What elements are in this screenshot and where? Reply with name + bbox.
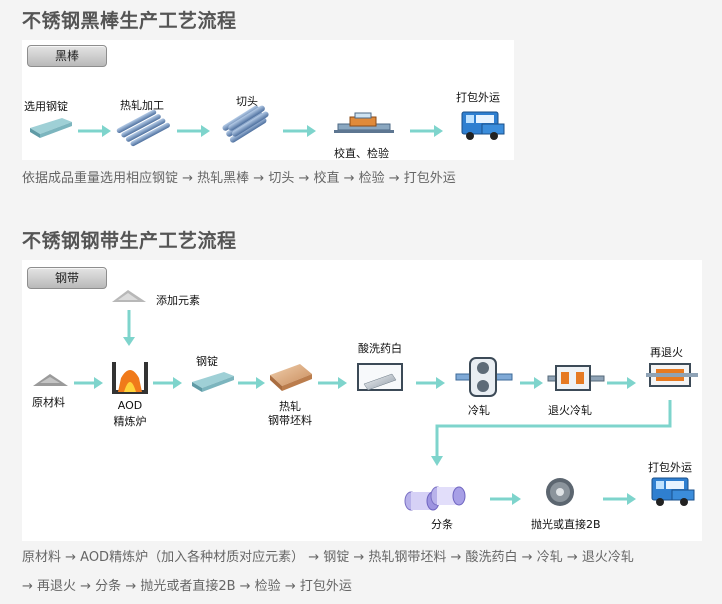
step-label-select-ingot: 选用钢锭 [24, 100, 68, 113]
step-label-cold-roll: 冷轧 [468, 404, 490, 417]
straightening-machine-icon [334, 112, 394, 133]
step-label-aod-line1: AOD [117, 399, 143, 412]
hot-rolled-bars-icon [116, 109, 170, 147]
section2-panel [22, 260, 702, 541]
step-label-strip-line1: 热轧 [279, 400, 301, 413]
delivery-truck-icon [651, 477, 695, 506]
section2-caption-line1: 原材料 → AOD精炼炉（加入各种材质对应元素） → 钢锭 → 热轧钢带坯料 →… [22, 550, 634, 565]
step-label-slitting: 分条 [431, 518, 453, 531]
step-label-raw-material: 原材料 [32, 396, 65, 409]
flow-arrow [318, 377, 347, 389]
flow-arrow [607, 377, 636, 389]
flow-arrow [123, 310, 135, 346]
flow-arrow [520, 377, 543, 389]
step-label-anneal-cold-roll: 退火冷轧 [548, 404, 592, 417]
section2-title: 不锈钢钢带生产工艺流程 [22, 230, 237, 252]
flow-arrow [416, 377, 445, 389]
ingot-icon [192, 372, 234, 392]
anneal-cold-roll-icon [547, 365, 605, 391]
aod-furnace-icon [112, 362, 148, 394]
tab-black-bar[interactable]: 黑棒 [27, 45, 107, 67]
strip-blank-icon [270, 364, 312, 391]
step-label-pack-ship: 打包外运 [648, 461, 692, 474]
step-label-strip-line2: 钢带坯料 [268, 414, 312, 427]
step-label-pack-ship: 打包外运 [456, 91, 500, 104]
flow-return-arrow [431, 400, 672, 466]
step-label-polish-2b: 抛光或直接2B [531, 518, 601, 531]
flow-arrow [153, 377, 182, 389]
step-label-aod-line2: 精炼炉 [113, 415, 147, 428]
tab-steel-strip[interactable]: 钢带 [27, 267, 107, 289]
reanneal-furnace-icon [646, 363, 698, 387]
flow-arrow [283, 125, 316, 137]
cut-bars-icon [222, 105, 269, 143]
flow-arrow [78, 125, 111, 137]
flow-arrow [74, 377, 103, 389]
step-label-add-elements: 添加元素 [156, 294, 200, 307]
delivery-truck-icon [461, 111, 505, 140]
step-label-ingot: 钢锭 [196, 355, 218, 368]
section2-caption-line2: → 再退火 → 分条 → 抛光或者直接2B → 检验 → 打包外运 [22, 579, 352, 594]
additive-pile-icon [112, 290, 146, 302]
step-label-reanneal: 再退火 [650, 346, 683, 359]
step-label-hot-rolling: 热轧加工 [120, 99, 164, 112]
pickling-tank-icon [357, 363, 403, 391]
slit-coils-icon [404, 486, 466, 511]
flow-arrow [603, 493, 636, 505]
cold-rolling-mill-icon [455, 357, 513, 397]
flow-arrow [410, 125, 443, 137]
flow-arrow [177, 125, 210, 137]
steel-coil-icon [546, 478, 574, 506]
raw-material-pile-icon [33, 374, 68, 386]
ingot-icon [30, 118, 72, 138]
flow-arrow [490, 493, 521, 505]
flow-arrow [238, 377, 265, 389]
section1-caption: 依据成品重量选用相应钢锭 → 热轧黑棒 → 切头 → 校直 → 检验 → 打包外… [22, 171, 456, 186]
step-label-straighten-inspect: 校直、检验 [334, 147, 389, 160]
step-label-pickling: 酸洗药白 [358, 342, 402, 355]
step-label-cut-head: 切头 [236, 95, 258, 108]
section1-title: 不锈钢黑棒生产工艺流程 [22, 10, 237, 32]
